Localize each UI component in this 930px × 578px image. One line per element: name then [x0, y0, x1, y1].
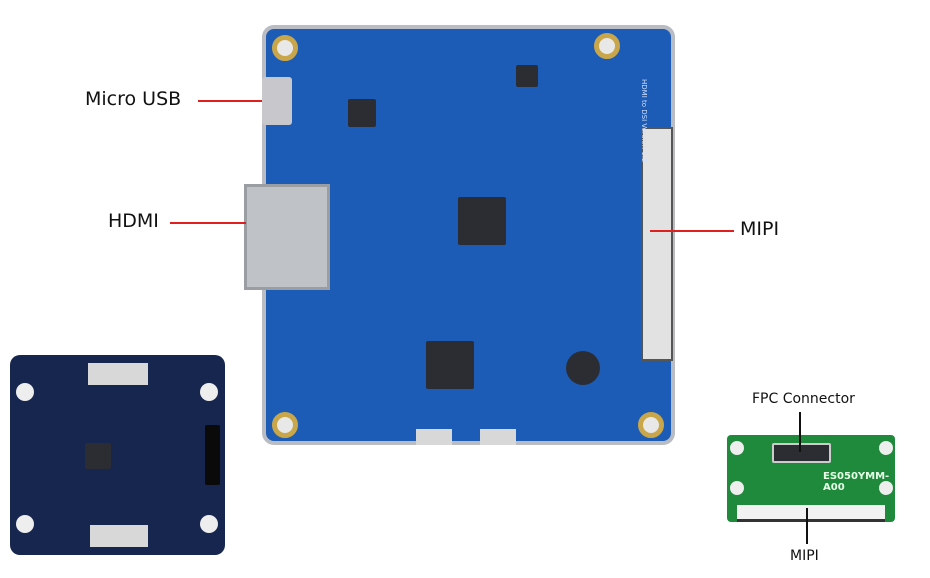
mounting-hole — [730, 481, 744, 495]
leader-line — [198, 100, 262, 102]
button — [480, 429, 516, 445]
mounting-hole — [16, 383, 34, 401]
chip — [516, 65, 538, 87]
connector — [90, 525, 148, 547]
leader-line — [806, 508, 808, 544]
small-board — [10, 355, 225, 555]
chip — [85, 443, 111, 469]
board-marking: HDMI to DSI Version 1.2 — [640, 79, 648, 163]
mounting-hole — [730, 441, 744, 455]
mounting-hole — [200, 515, 218, 533]
hdmi-to-dsi-board: HDMI to DSI Version 1.2 — [244, 25, 675, 445]
mounting-hole — [272, 35, 298, 61]
inductor — [566, 351, 600, 385]
fpc-connector-label: FPC Connector — [752, 391, 855, 407]
micro-usb-label: Micro USB — [85, 88, 182, 110]
fpc-connector — [772, 443, 831, 463]
button — [416, 429, 452, 445]
mounting-hole — [594, 33, 620, 59]
mipi-connector — [737, 505, 885, 522]
micro-usb-port — [262, 77, 292, 125]
mounting-hole — [638, 412, 664, 438]
chip — [426, 341, 474, 389]
fpc-connector — [88, 363, 148, 385]
mounting-hole — [879, 441, 893, 455]
adapter-board: ES050YMM-A00 — [727, 435, 895, 522]
board-marking: ES050YMM-A00 — [823, 471, 890, 493]
mounting-hole — [879, 481, 893, 495]
leader-line — [650, 230, 734, 232]
mounting-hole — [200, 383, 218, 401]
mounting-hole — [16, 515, 34, 533]
leader-line — [170, 222, 246, 224]
chip — [458, 197, 506, 245]
mipi-label: MIPI — [740, 218, 780, 240]
mounting-hole — [272, 412, 298, 438]
mipi-connector — [641, 127, 673, 361]
hdmi-port — [244, 184, 330, 290]
chip — [348, 99, 376, 127]
leader-line — [799, 412, 801, 452]
socket — [205, 425, 220, 485]
hdmi-label: HDMI — [108, 210, 159, 232]
mipi-adapter-label: MIPI — [790, 548, 819, 564]
